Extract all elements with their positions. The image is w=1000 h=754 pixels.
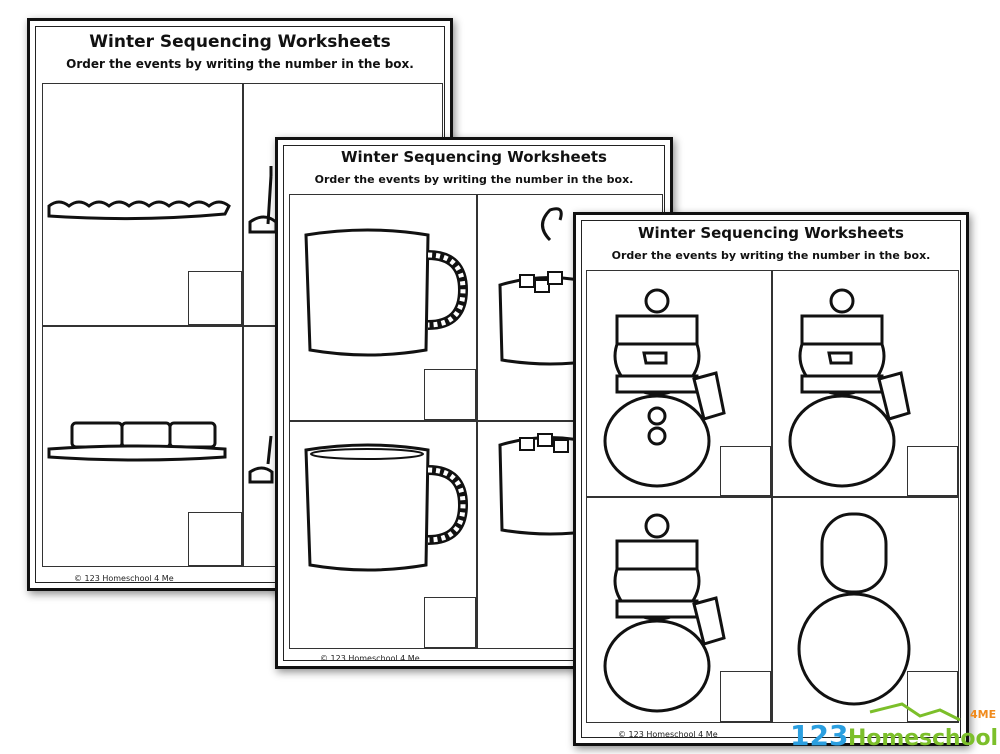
svg-text:Homeschool: Homeschool	[848, 726, 998, 750]
snowman-complete-image	[603, 288, 726, 488]
answer-box[interactable]	[907, 446, 958, 496]
copyright-footer: © 123 Homeschool 4 Me	[320, 654, 420, 663]
answer-box[interactable]	[720, 671, 771, 722]
page-subtitle: Order the events by writing the number i…	[314, 173, 634, 186]
page-title: Winter Sequencing Worksheets	[341, 148, 607, 166]
svg-text:4ME: 4ME	[970, 708, 996, 721]
copyright-footer: © 123 Homeschool 4 Me	[74, 574, 174, 583]
snowman-no-face-image	[603, 513, 726, 713]
snow-strip-image	[47, 200, 231, 221]
page-subtitle: Order the events by writing the number i…	[611, 249, 931, 262]
page-subtitle: Order the events by writing the number i…	[66, 57, 414, 71]
empty-mug-image	[304, 228, 469, 357]
answer-box[interactable]	[424, 369, 476, 420]
snowballs-image	[797, 512, 911, 706]
full-mug-image	[304, 443, 469, 572]
svg-text:123: 123	[790, 719, 848, 750]
sequence-grid	[586, 270, 959, 723]
logo-graphic: 123 Homeschool 4ME	[790, 702, 998, 752]
shovel-image	[248, 166, 278, 234]
123-homeschool-4-me-logo: 123 Homeschool 4ME	[790, 700, 1000, 752]
sequence-grid	[289, 194, 663, 649]
cocoa-marshmallows-steam-image	[498, 207, 602, 366]
answer-box[interactable]	[188, 512, 242, 566]
copyright-footer: © 123 Homeschool 4 Me	[618, 730, 718, 739]
answer-box[interactable]	[424, 597, 476, 648]
worksheet-page-3: Winter Sequencing Worksheets Order the e…	[573, 212, 969, 746]
page-title: Winter Sequencing Worksheets	[638, 224, 904, 242]
shovel-image	[248, 435, 274, 484]
answer-box[interactable]	[188, 271, 242, 325]
page-border	[581, 220, 961, 738]
page-title: Winter Sequencing Worksheets	[89, 32, 391, 52]
answer-box[interactable]	[720, 446, 771, 496]
snow-blocks-image	[47, 421, 227, 462]
snowman-no-buttons-image	[788, 288, 911, 488]
cocoa-marshmallows-image	[498, 433, 602, 536]
sequence-grid	[42, 83, 443, 567]
